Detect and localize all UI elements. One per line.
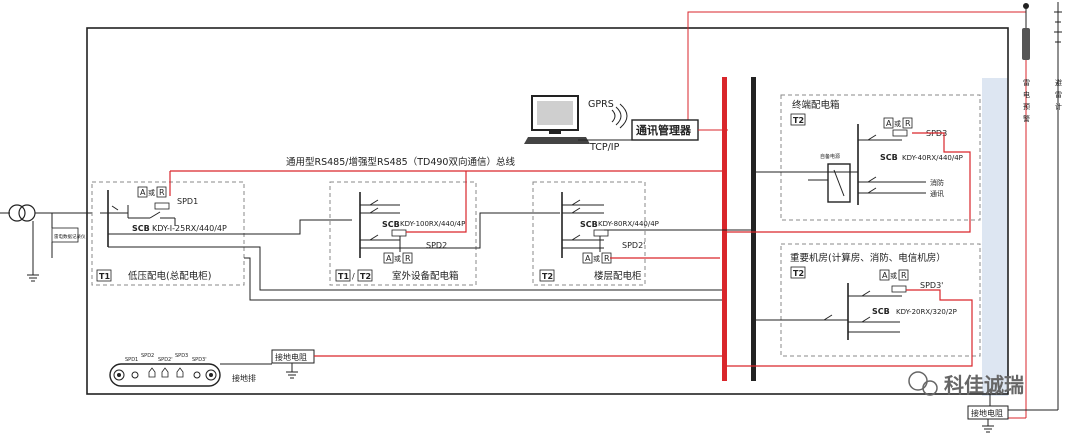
cabinet-low-voltage-name: 低压配电(总配电柜) — [128, 270, 211, 282]
ground-bar-spd2: SPD2 — [141, 353, 154, 359]
ar-r-2: R — [405, 254, 411, 263]
lightning-warning-label-3: 预 — [1023, 102, 1030, 111]
ground-bar: SPD1 SPD2 SPD2' SPD3 SPD3' 接地排 — [109, 353, 256, 387]
cabinet-important-title: 重要机房(计算房、消防、电信机房） — [790, 252, 946, 264]
lightning-warning-label-1: 雷 — [1023, 79, 1030, 87]
computer-icon — [524, 95, 590, 144]
transformer-icon — [0, 204, 92, 282]
fire-label: 消防 — [930, 178, 944, 187]
ar-a-5: A — [882, 271, 888, 280]
red-bus-bar — [722, 77, 727, 381]
spd1-label: SPD1 — [177, 197, 198, 206]
lightning-rod: 避 雷 计 — [1008, 2, 1062, 411]
lightning-warning-label-4: 警 — [1023, 114, 1030, 123]
lightning-counter-label-1: 避 — [1055, 78, 1062, 87]
gprs-label: GPRS — [588, 99, 614, 110]
ground-resistor-right-label: 接地电阻 — [971, 408, 1003, 418]
ar-or-5: 或 — [890, 271, 897, 280]
model-label-4: KDY-40RX/440/4P — [902, 154, 963, 162]
cabinet-outdoor: A 或 R SCB KDY-100RX/440/4P SPD2 T1 / T2 … — [329, 171, 477, 286]
tag-t2-floor: T2 — [542, 272, 553, 281]
scb-label-2: SCB — [382, 220, 400, 229]
comm-manager: 通讯管理器 — [631, 119, 699, 141]
lightning-counter-label-2: 雷 — [1055, 91, 1062, 99]
lightning-warning-label-2: 电 — [1023, 90, 1030, 99]
ground-bar-spd2p: SPD2' — [158, 357, 173, 363]
scb-label-3: SCB — [580, 220, 598, 229]
tag-t2-terminal: T2 — [793, 116, 804, 125]
ar-or-4: 或 — [894, 119, 901, 128]
ground-bar-spd3: SPD3 — [175, 353, 188, 359]
tag-sep: / — [352, 272, 355, 281]
comm-manager-label: 通讯管理器 — [636, 123, 692, 137]
meter-label: 雷电数据记录仪 — [54, 233, 86, 240]
ar-or-3: 或 — [593, 254, 600, 263]
scb-label-4: SCB — [880, 153, 898, 162]
ar-r-3: R — [604, 254, 610, 263]
black-bus-bar — [751, 77, 756, 381]
ground-bar-spd1: SPD1 — [125, 357, 138, 363]
lightning-counter-label-3: 计 — [1055, 102, 1062, 111]
ground-bar-label: 接地排 — [232, 373, 256, 383]
building-outline — [86, 27, 1009, 395]
ar-or-2: 或 — [394, 254, 401, 263]
bus-label: 通用型RS485/增强型RS485（TD490双向通信）总线 — [286, 156, 515, 168]
ar-a-3: A — [585, 254, 591, 263]
spd3p-label: SPD3' — [920, 281, 943, 290]
ar-or-1: 或 — [148, 188, 155, 197]
spd2-label: SPD2 — [426, 241, 447, 250]
watermark: 科佳诚瑞 — [908, 371, 1024, 397]
tag-t2-important: T2 — [793, 269, 804, 278]
tag-t2-outdoor: T2 — [360, 272, 371, 281]
ground-bar-spd3p: SPD3' — [192, 357, 207, 363]
wireless-icon — [611, 103, 628, 129]
ground-resistor-right: 接地电阻 — [967, 394, 1009, 433]
cabinet-low-voltage: A 或 R SPD1 SCB KDY-Ⅰ-25RX/440/4P T1 低压配电… — [91, 171, 245, 286]
ar-r-5: R — [901, 271, 907, 280]
ar-a-2: A — [386, 254, 392, 263]
cabinet-terminal-title: 终端配电箱 — [792, 99, 840, 111]
tag-t1: T1 — [99, 272, 110, 281]
cabinet-terminal: 终端配电箱 T2 A 或 R SPD3 SCB KDY-40RX/440/4P … — [727, 94, 981, 233]
model-label-2: KDY-100RX/440/4P — [400, 220, 465, 228]
model-label-5: KDY-20RX/320/2P — [896, 308, 957, 316]
ground-resistor-label: 接地电阻 — [275, 352, 307, 362]
scb-label-1: SCB — [132, 224, 150, 233]
watermark-text: 科佳诚瑞 — [944, 373, 1024, 397]
tcpip-label: TCP/IP — [589, 142, 620, 153]
ground-resistor-center: 接地电阻 — [271, 349, 315, 379]
cabinet-outdoor-name: 室外设备配电箱 — [392, 270, 459, 282]
model-label-1: KDY-Ⅰ-25RX/440/4P — [152, 224, 227, 233]
tag-t1-outdoor: T1 — [338, 272, 349, 281]
ar-r-4: R — [905, 119, 911, 128]
ar-r-1: R — [159, 188, 165, 197]
lightning-data-meter: 雷电数据记录仪 — [51, 213, 86, 258]
earth-strip — [982, 78, 1008, 396]
scb-label-5: SCB — [872, 307, 890, 316]
cabinet-floor-name: 楼层配电柜 — [594, 270, 642, 282]
ar-a-1: A — [140, 188, 146, 197]
ar-a-4: A — [886, 119, 892, 128]
model-label-3: KDY-80RX/440/4P — [598, 220, 659, 228]
auto-power-label: 自备电源 — [820, 153, 840, 160]
comm-label: 通讯 — [930, 189, 944, 198]
cabinet-important: 重要机房(计算房、消防、电信机房） T2 A 或 R SPD3' SCB KDY… — [727, 243, 981, 367]
spd2p-label: SPD2' — [622, 241, 645, 250]
lightning-warning-device: 雷 电 预 警 — [1022, 3, 1030, 123]
comm-line-top — [687, 11, 1027, 128]
cabinet-floor: A 或 R SCB KDY-80RX/440/4P SPD2' T2 楼层配电柜 — [532, 181, 720, 286]
